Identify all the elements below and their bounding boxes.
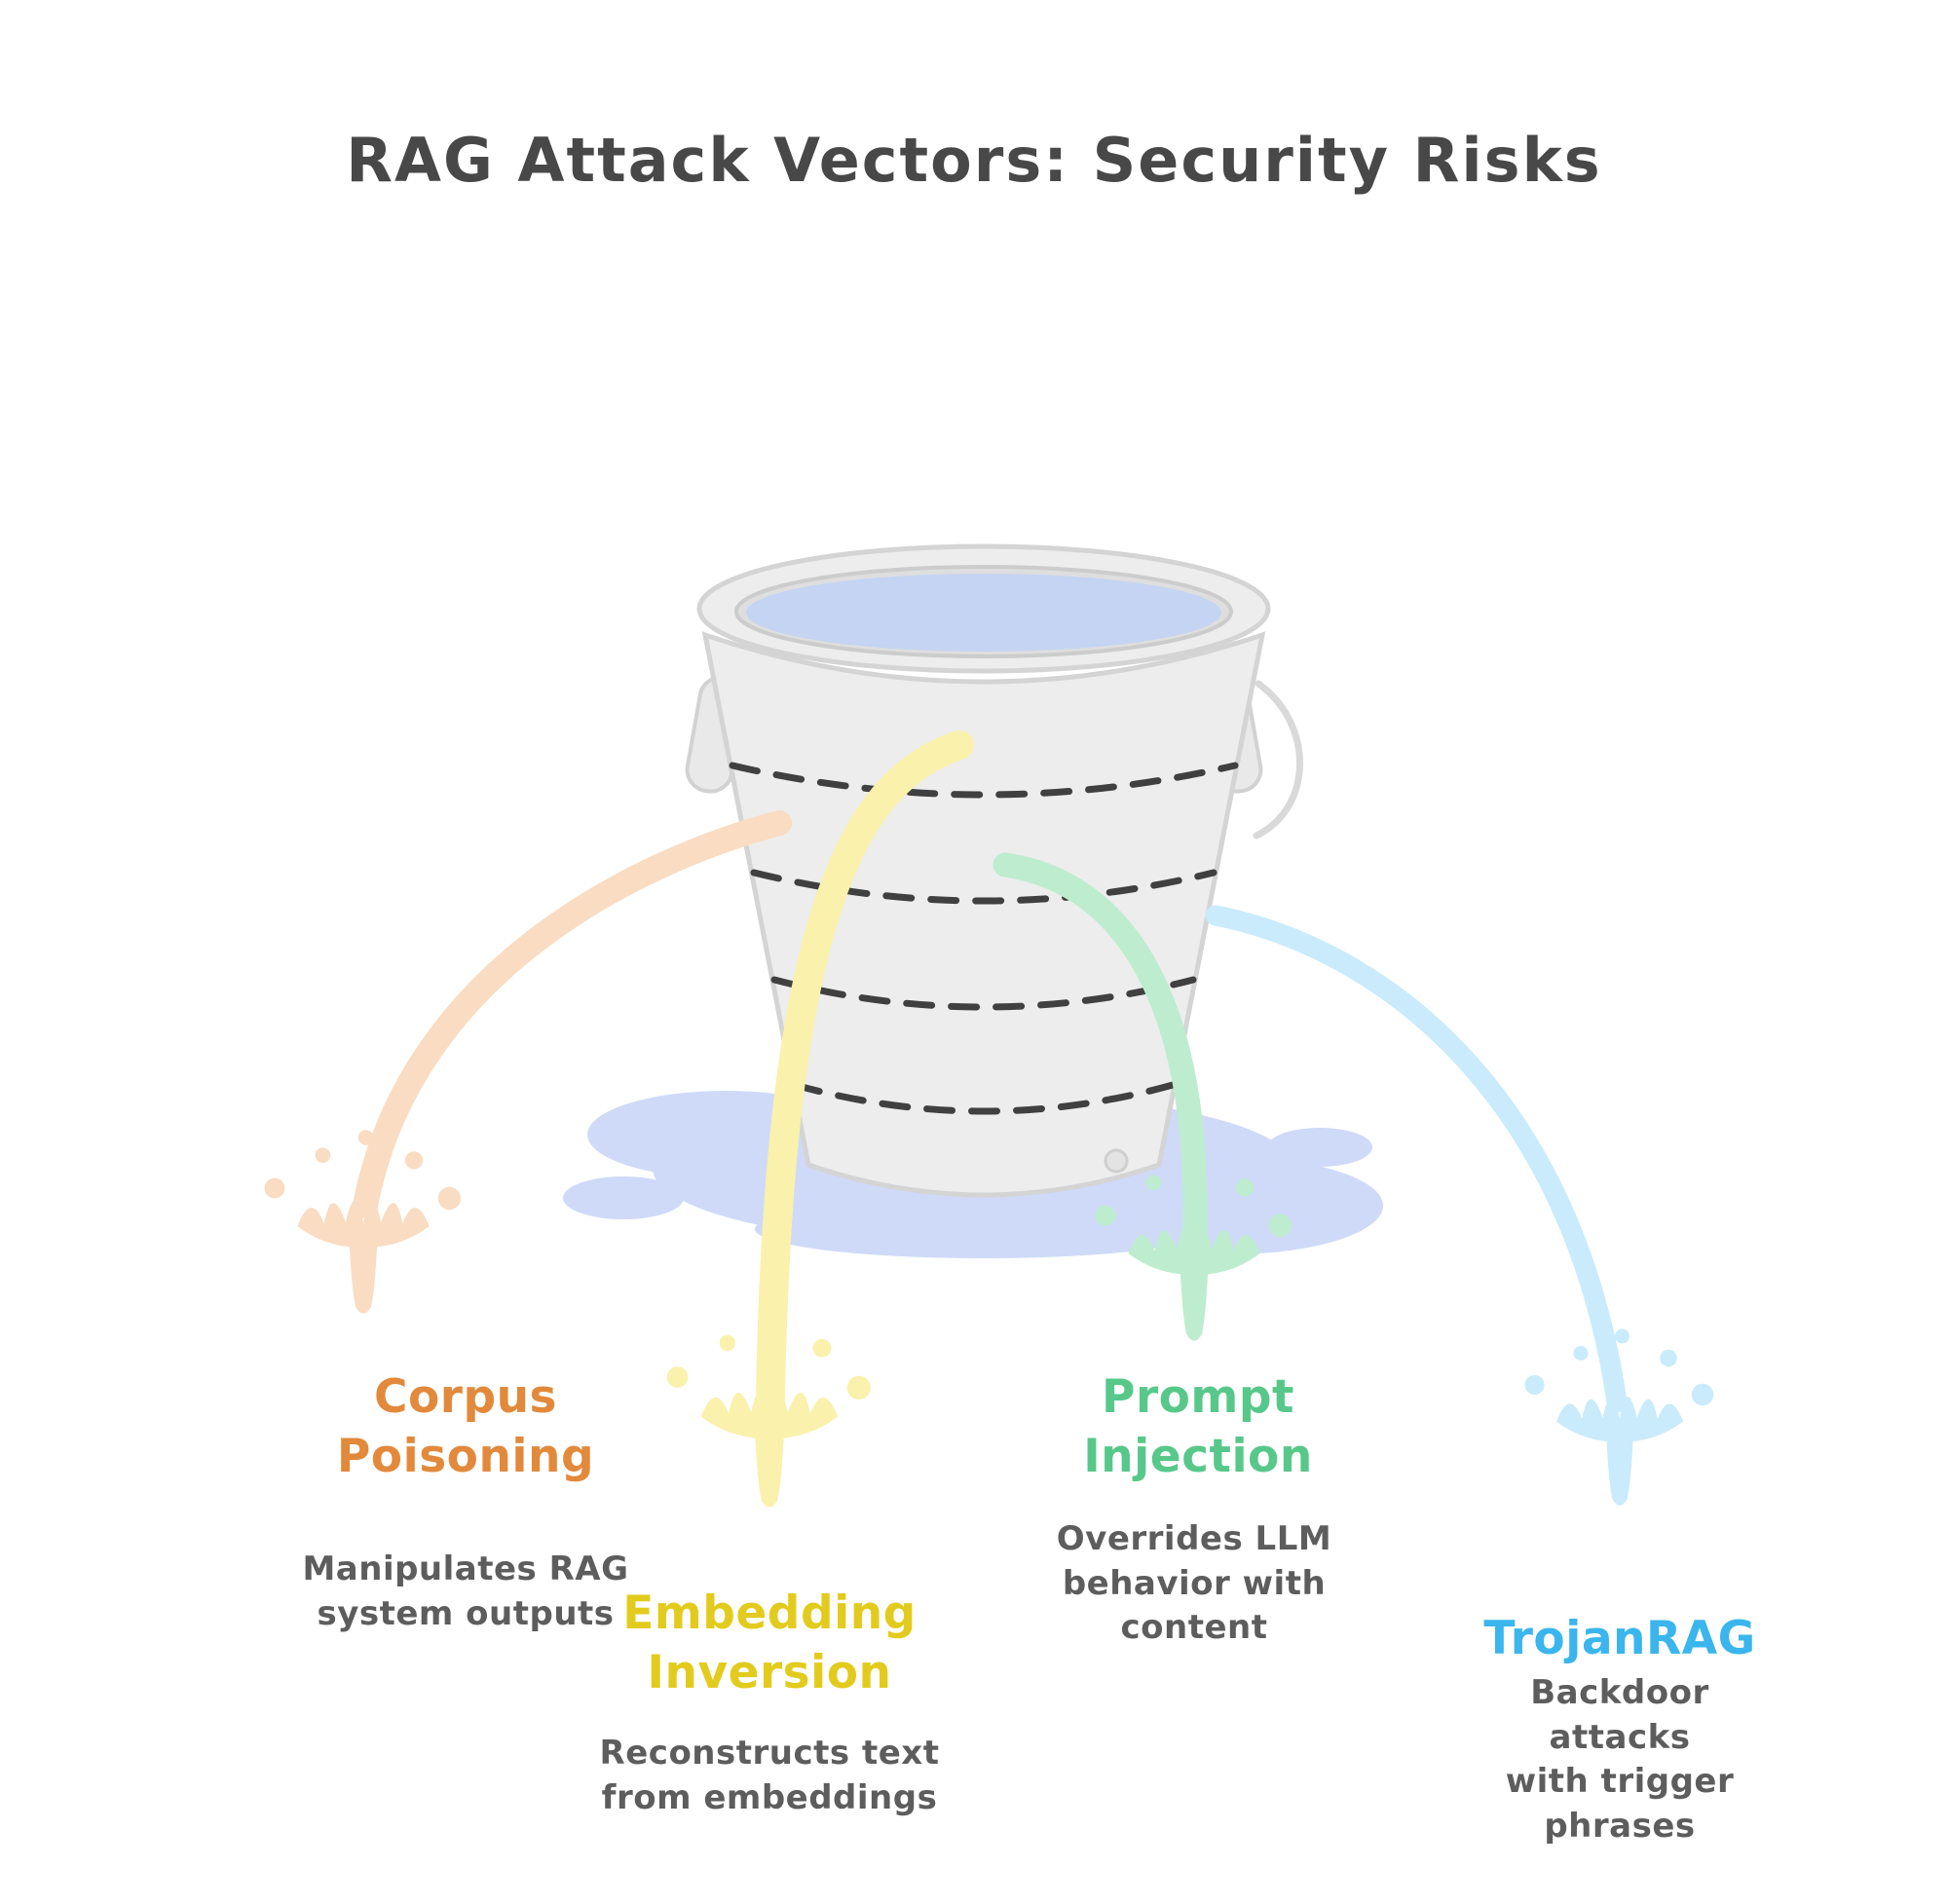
stream-embedding-inversion	[756, 730, 974, 1412]
desc-prompt-injection: Overrides LLM behavior with content	[1056, 1519, 1332, 1648]
desc-corpus-poisoning: Manipulates RAG system outputs	[302, 1549, 629, 1633]
splash-trojanrag	[1524, 1328, 1714, 1506]
hoop-line-3	[770, 976, 1197, 1011]
stream-corpus-poisoning	[353, 810, 792, 1218]
stream-prompt-injection	[993, 852, 1208, 1248]
hoop-line-4	[791, 1081, 1177, 1115]
page-title: RAG Attack Vectors: Security Risks	[346, 125, 1602, 196]
label-embedding-inversion: Embedding Inversion	[622, 1587, 917, 1700]
label-corpus-poisoning: Corpus Poisoning	[336, 1370, 595, 1484]
bucket-hoop-dashes	[729, 762, 1239, 1115]
hoop-line-2	[750, 869, 1218, 905]
label-prompt-injection: Prompt Injection	[1083, 1370, 1313, 1484]
label-trojanrag: TrojanRAG	[1483, 1612, 1756, 1665]
water-surface	[746, 574, 1221, 652]
desc-trojanrag: Backdoor attacks with trigger phrases	[1505, 1673, 1735, 1846]
bucket-drip-hole	[1104, 1148, 1129, 1174]
hoop-line-1	[729, 762, 1239, 799]
bucket-handle-wire	[1253, 680, 1303, 840]
bucket-body	[701, 631, 1266, 1198]
stream-trojanrag	[1205, 905, 1628, 1413]
desc-embedding-inversion: Reconstructs text from embeddings	[599, 1734, 940, 1817]
splash-corpus-poisoning	[264, 1130, 462, 1314]
